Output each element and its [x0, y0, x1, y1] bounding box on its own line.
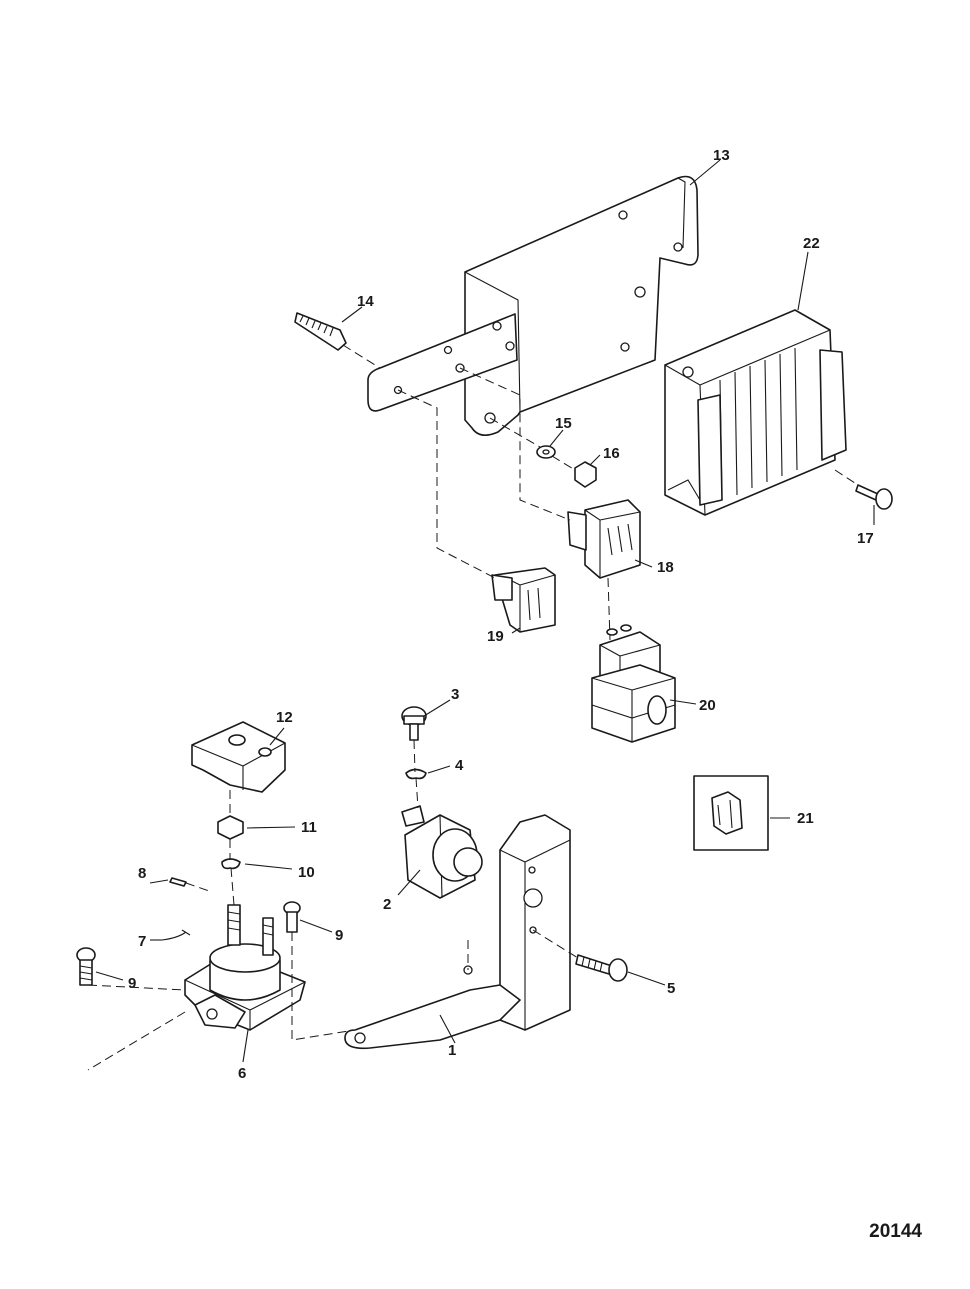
- callout-labels: 1 2 3 4 5 6 7 8 9 9 10 11 12 13 14 15 16…: [128, 147, 874, 1082]
- leader-lines: [95, 159, 875, 1063]
- screw-part-9-right: [283, 901, 301, 933]
- callout-label: 20: [699, 697, 716, 714]
- callout-label: 5: [667, 980, 675, 997]
- callout-label: 21: [797, 810, 814, 827]
- nut-part-11: [217, 815, 244, 840]
- solenoid-part-6: [184, 904, 306, 1031]
- nut-part-16: [574, 461, 597, 488]
- callout-label: 2: [383, 896, 391, 913]
- callout-label: 6: [238, 1065, 246, 1082]
- screw-part-9-left: [76, 947, 96, 986]
- callout-label: 18: [657, 559, 674, 576]
- callout-label: 19: [487, 628, 504, 645]
- clip-part-7: [161, 929, 191, 941]
- callout-label: 11: [301, 819, 317, 836]
- callout-label: 9: [335, 927, 343, 944]
- callout-label: 4: [455, 757, 464, 774]
- callout-label: 8: [138, 865, 146, 882]
- callout-label: 14: [357, 293, 374, 310]
- lockwasher-part-4: [405, 768, 427, 780]
- connector-clip-part-19: [491, 567, 556, 633]
- screw-part-3: [401, 706, 427, 741]
- callout-label: 7: [138, 933, 146, 950]
- figure-number: 20144: [869, 1221, 922, 1242]
- terminal-cover-part-12: [191, 721, 286, 793]
- fuse-part-21: [693, 775, 769, 851]
- switch-part-2: [401, 805, 483, 899]
- stud-part-14: [294, 312, 347, 351]
- callout-label: 3: [451, 686, 459, 703]
- callout-label: 10: [298, 864, 315, 881]
- callout-label: 22: [803, 235, 820, 252]
- callout-label: 17: [857, 530, 874, 547]
- control-module-part-22: [664, 309, 847, 516]
- screw-part-8: [169, 877, 187, 887]
- callout-label: 13: [713, 147, 730, 164]
- assembly-lines: [87, 344, 859, 1071]
- lockwasher-part-10: [221, 858, 241, 870]
- screw-part-5: [575, 954, 628, 982]
- switch-bracket-part-1: [344, 814, 571, 1050]
- callout-label: 1: [448, 1042, 456, 1059]
- mounting-bracket-part-13: [367, 175, 699, 436]
- callout-label: 15: [555, 415, 572, 432]
- callout-label: 12: [276, 709, 293, 726]
- screw-part-17: [855, 484, 893, 510]
- callout-label: 16: [603, 445, 620, 462]
- relay-socket-part-18: [567, 499, 641, 579]
- relay-part-20: [591, 624, 676, 743]
- callout-label: 9: [128, 975, 136, 992]
